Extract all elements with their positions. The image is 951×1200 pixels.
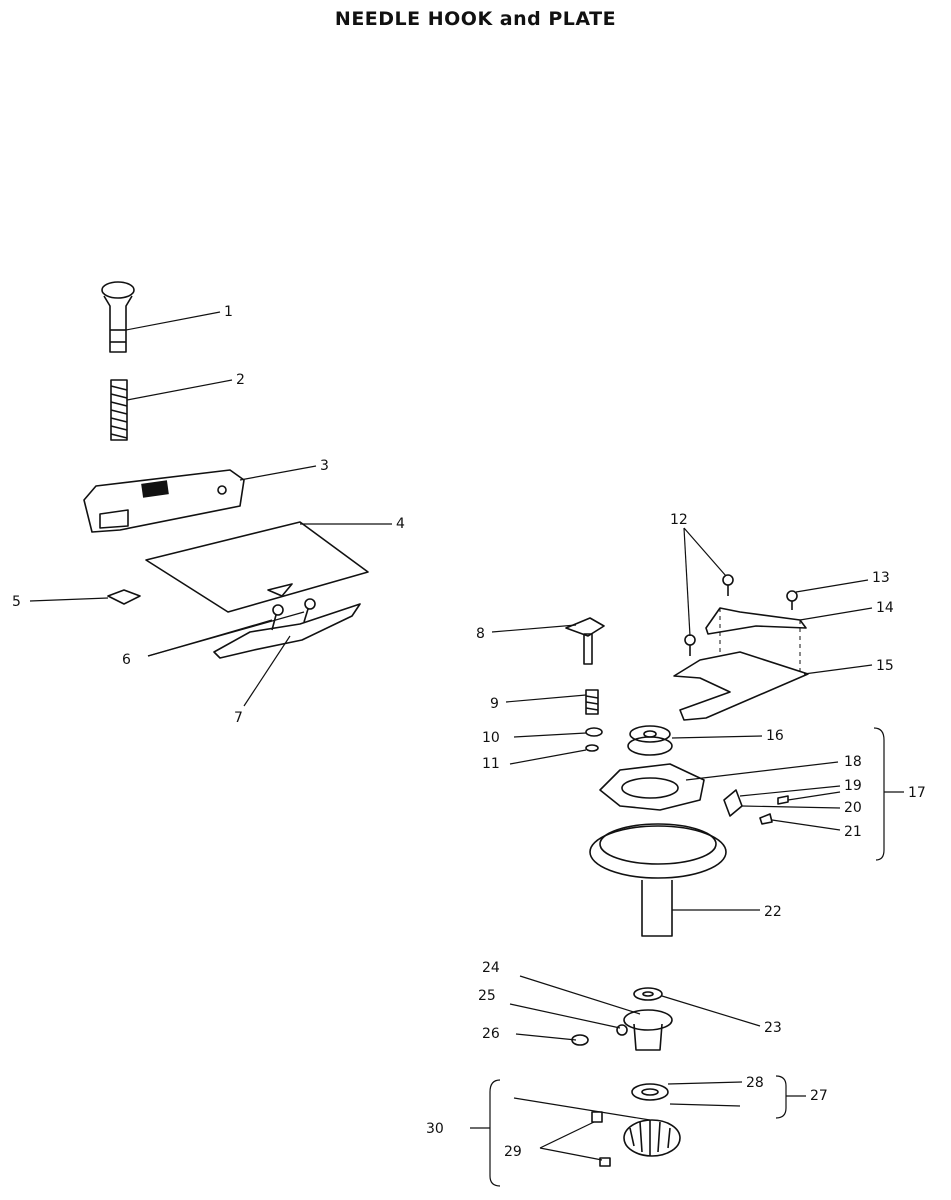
callout-labels: 1 2 3 4 5 6 7 8 9 10 11 12 13 14 15 16 1… <box>12 304 926 1160</box>
callout-12: 12 <box>670 512 688 528</box>
callout-18: 18 <box>844 754 862 770</box>
part-25-screw <box>616 1024 628 1036</box>
part-28-ring <box>631 1083 669 1101</box>
callout-26: 26 <box>482 1026 500 1042</box>
part-24-gear <box>623 1009 673 1051</box>
part-22-hook <box>589 823 727 937</box>
part-7-spring-plate <box>213 603 361 659</box>
callout-10: 10 <box>482 730 500 746</box>
part-29-set-screws <box>591 1111 611 1167</box>
part-4-needle-plate <box>145 521 369 613</box>
part-5-clip <box>107 589 141 605</box>
callout-13: 13 <box>872 570 890 586</box>
part-12-screws <box>684 574 734 656</box>
part-8-shaft <box>565 617 605 665</box>
callout-5: 5 <box>12 594 21 610</box>
part-3-slide-plate <box>83 469 245 533</box>
part-6-screws <box>271 598 316 631</box>
callout-25: 25 <box>478 988 496 1004</box>
callout-2: 2 <box>236 372 245 388</box>
callout-17: 17 <box>908 785 926 801</box>
callout-1: 1 <box>224 304 233 320</box>
callout-30: 30 <box>426 1121 444 1137</box>
callout-16: 16 <box>766 728 784 744</box>
callout-11: 11 <box>482 756 500 772</box>
callout-15: 15 <box>876 658 894 674</box>
part-9-spring <box>585 689 599 715</box>
part-30-bevel-gear <box>623 1119 681 1157</box>
callout-22: 22 <box>764 904 782 920</box>
callout-8: 8 <box>476 626 485 642</box>
callout-7: 7 <box>234 710 243 726</box>
callout-14: 14 <box>876 600 894 616</box>
part-11-ring <box>585 744 599 752</box>
callout-19: 19 <box>844 778 862 794</box>
page-title: NEEDLE HOOK and PLATE <box>334 8 617 30</box>
bracket-27 <box>775 1075 787 1119</box>
part-15-base-plate <box>673 608 809 721</box>
callout-9: 9 <box>490 696 499 712</box>
bracket-17 <box>873 727 885 861</box>
callout-28: 28 <box>746 1075 764 1091</box>
callout-3: 3 <box>320 458 329 474</box>
callout-27: 27 <box>810 1088 828 1104</box>
part-18-bobbin-case <box>599 763 705 811</box>
leader-lines <box>29 311 904 1161</box>
part-2-spring <box>110 379 128 441</box>
callout-29: 29 <box>504 1144 522 1160</box>
part-23-washer <box>633 987 663 1001</box>
callout-24: 24 <box>482 960 500 976</box>
part-10-washer <box>585 727 603 737</box>
callout-23: 23 <box>764 1020 782 1036</box>
part-13-screw <box>786 590 798 610</box>
part-16-bobbin <box>627 725 673 756</box>
part-14-bracket <box>705 607 807 635</box>
callout-20: 20 <box>844 800 862 816</box>
bracket-30 <box>489 1079 501 1187</box>
part-1-plunger <box>101 281 135 353</box>
callout-4: 4 <box>396 516 405 532</box>
callout-21: 21 <box>844 824 862 840</box>
callout-6: 6 <box>122 652 131 668</box>
